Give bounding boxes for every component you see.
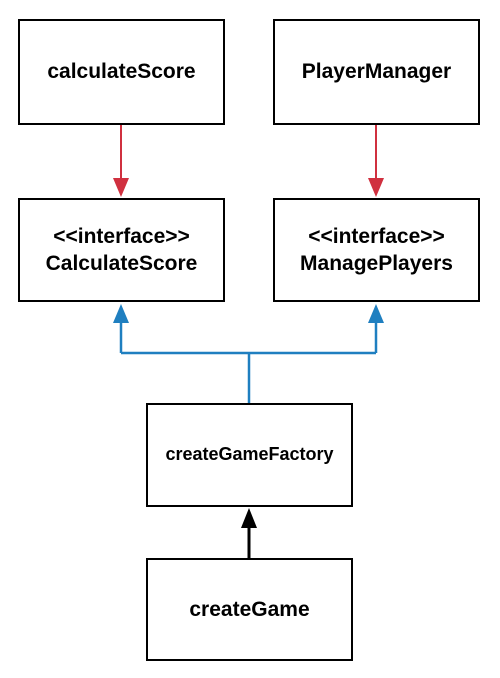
arrowhead-red-left <box>113 178 129 197</box>
node-label: createGame <box>189 597 310 621</box>
node-interface-calculate-score[interactable]: <<interface>> CalculateScore <box>18 198 225 302</box>
node-label: CalculateScore <box>45 252 198 275</box>
node-label: ManagePlayers <box>300 252 453 275</box>
arrowhead-black <box>241 508 257 528</box>
edge-creategame-to-factory <box>241 508 257 558</box>
node-label: createGameFactory <box>165 444 334 465</box>
arrowhead-red-right <box>368 178 384 197</box>
node-player-manager[interactable]: PlayerManager <box>273 19 480 125</box>
arrowhead-blue-right <box>368 304 384 323</box>
node-create-game[interactable]: createGame <box>146 558 353 661</box>
node-calculate-score[interactable]: calculateScore <box>18 19 225 125</box>
edge-calculatescore-to-interface <box>113 125 129 197</box>
edge-factory-to-interfaces <box>113 304 384 403</box>
arrowhead-blue-left <box>113 304 129 323</box>
node-stereotype: <<interface>> <box>308 224 445 248</box>
node-stereotype: <<interface>> <box>53 224 190 248</box>
node-create-game-factory[interactable]: createGameFactory <box>146 403 353 507</box>
node-label: calculateScore <box>47 60 196 84</box>
edge-playermanager-to-interface <box>368 125 384 197</box>
node-interface-manage-players[interactable]: <<interface>> ManagePlayers <box>273 198 480 302</box>
node-label: PlayerManager <box>301 60 452 84</box>
